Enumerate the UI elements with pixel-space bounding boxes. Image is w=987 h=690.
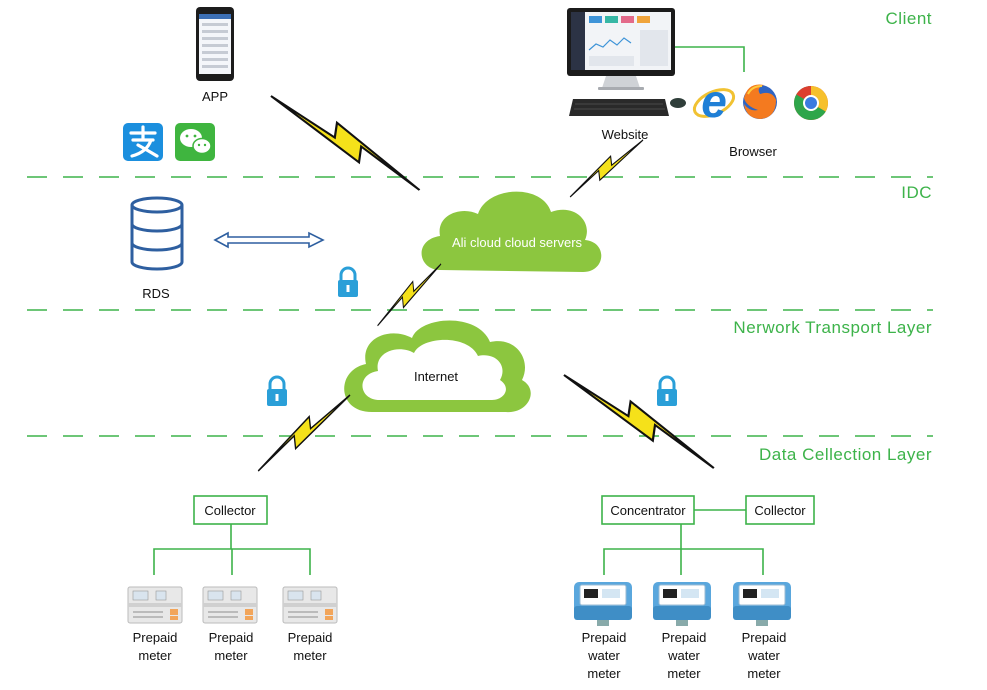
layer-label-network: Nerwork Transport Layer xyxy=(733,318,932,337)
lightning-bolt-internet-concentrator xyxy=(562,373,715,470)
svg-text:e: e xyxy=(701,75,727,127)
water-meter-icon xyxy=(573,581,633,627)
internet-cloud-icon xyxy=(344,320,531,413)
database-icon xyxy=(130,196,184,271)
layer-label-idc: IDC xyxy=(901,183,932,202)
app-label: APP xyxy=(202,89,228,104)
alipay-icon xyxy=(123,123,163,161)
connector-water-bus xyxy=(603,548,764,575)
meter-label: meter xyxy=(667,666,701,681)
meter-label: water xyxy=(747,648,780,663)
lightning-bolt-cloud-internet xyxy=(376,263,442,327)
water-meter-icon xyxy=(652,581,712,627)
meter-label: Prepaid xyxy=(582,630,627,645)
electric-meter-icon xyxy=(202,586,258,624)
lock-icon xyxy=(336,266,360,299)
electric-meter-icon xyxy=(282,586,338,624)
meter-label: Prepaid xyxy=(133,630,178,645)
ali-cloud-label: Ali cloud cloud servers xyxy=(452,235,583,250)
browser-label: Browser xyxy=(729,144,777,159)
lock-icon xyxy=(265,375,289,408)
water-meter-icon xyxy=(732,581,792,627)
meter-label: water xyxy=(587,648,620,663)
mouse-icon xyxy=(670,98,686,108)
lock-icon xyxy=(655,375,679,408)
meter-label: meter xyxy=(587,666,621,681)
firefox-icon xyxy=(743,84,777,119)
meter-label: meter xyxy=(293,648,327,663)
meter-label: Prepaid xyxy=(742,630,787,645)
collector-right-box xyxy=(745,495,815,525)
electric-meter-icon xyxy=(127,586,183,624)
meter-label: water xyxy=(667,648,700,663)
meter-label: Prepaid xyxy=(288,630,333,645)
keyboard-icon xyxy=(569,99,669,116)
concentrator-label: Concentrator xyxy=(610,503,686,518)
rds-label: RDS xyxy=(142,286,170,301)
layer-label-client: Client xyxy=(886,9,932,28)
double-arrow-icon xyxy=(213,231,325,249)
lightning-bolt-internet-collector xyxy=(257,394,351,472)
internet-explorer-icon: e xyxy=(692,75,736,127)
collector-right-label: Collector xyxy=(754,503,806,518)
meter-label: Prepaid xyxy=(662,630,707,645)
collector-left-box xyxy=(193,495,268,525)
meter-label: Prepaid xyxy=(209,630,254,645)
website-label: Website xyxy=(602,127,649,142)
chrome-icon xyxy=(794,86,828,120)
meter-label: meter xyxy=(214,648,248,663)
meter-label: meter xyxy=(138,648,172,663)
meter-label: meter xyxy=(747,666,781,681)
connector-monitor-browser xyxy=(675,46,745,72)
ali-cloud-icon xyxy=(421,191,602,272)
concentrator-box xyxy=(601,495,695,525)
smartphone-icon xyxy=(196,7,234,81)
collector-left-label: Collector xyxy=(204,503,256,518)
layer-label-data: Data Cellection Layer xyxy=(759,445,932,464)
lightning-bolt-app-cloud xyxy=(269,94,421,192)
desktop-monitor-icon xyxy=(567,8,675,90)
internet-label: Internet xyxy=(414,369,458,384)
lightning-bolt-website-cloud xyxy=(569,139,644,198)
wechat-icon xyxy=(175,123,215,161)
